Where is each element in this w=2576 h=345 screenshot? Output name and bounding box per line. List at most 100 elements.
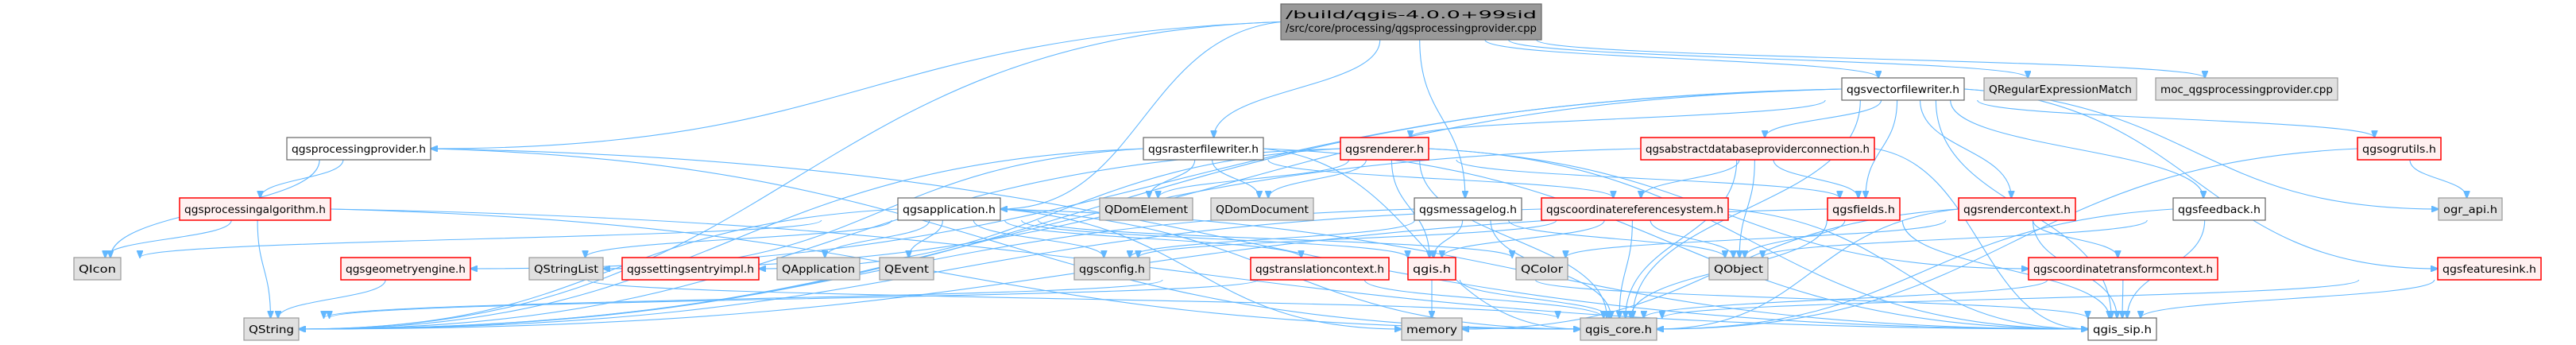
edge-qgscrs-to-qobject [1650,219,1733,258]
node-qdomelement[interactable]: QDomElement [1099,197,1193,221]
node-qgsmessagelog[interactable]: qgsmessagelog.h [1414,197,1522,221]
node-box [340,257,471,281]
edge-qgsrenderer-to-qgsfields [1456,159,1839,198]
node-qstring[interactable]: QString [243,317,300,341]
node-qgsapplication[interactable]: qgsapplication.h [897,197,1001,221]
node-label: QStringList [534,264,598,276]
edge-root-to-qgsmessagelog [1419,39,1465,198]
node-box [243,317,300,341]
node-label: moc_qgsprocessingprovider.cpp [2160,84,2333,96]
node-ogr-api[interactable]: ogr_api.h [2438,197,2503,221]
node-label: qgsfeaturesink.h [2443,264,2536,276]
edge-qgsabstractdb-to-qgscrs [1641,159,1740,198]
edge-qgsrendercontext-to-qcolor [1565,219,1947,258]
node-box [2028,257,2218,281]
edge-qgsvectorfilewriter-to-qgsgeometryengine [470,88,1843,269]
node-label: QDomElement [1104,204,1188,216]
node-label: qgsrendercontext.h [1963,204,2071,216]
edge-qgsabstractdb-to-qgis-sip [1874,148,2088,329]
node-label: qgscoordinatetransformcontext.h [2033,264,2213,276]
node-root[interactable]: /build/qgis-4.0.0+99sid/src/core/process… [1280,3,1542,41]
edge-qgsrasterfilewriter-to-qgscrs [1267,159,1613,198]
node-qgscrs[interactable]: qgscoordinatereferencesystem.h [1541,197,1729,221]
node-qgsfeedback[interactable]: qgsfeedback.h [2172,197,2266,221]
edge-qgsfields-to-qstring [299,208,1828,329]
edge-qgsapplication-to-memory [1000,208,1402,329]
node-qobject[interactable]: QObject [1708,257,1769,281]
edge-qgsprocessingalgorithm-to-qicon [105,219,232,258]
node-qgsabstractdb[interactable]: qgsabstractdatabaseproviderconnection.h [1640,137,1875,161]
node-qgstranslationcontext[interactable]: qgstranslationcontext.h [1250,257,1390,281]
edge-qgsvectorfilewriter-to-qgsfeaturesink [1963,88,2438,269]
node-qgsvectorfilewriter[interactable]: qgsvectorfilewriter.h [1841,77,1965,101]
node-qgsprocessingalgorithm[interactable]: qgsprocessingalgorithm.h [179,197,331,221]
edge-root-to-qgsrasterfilewriter [1214,39,1381,138]
node-box [1407,257,1456,281]
node-qregularexpressionmatch[interactable]: QRegularExpressionMatch [1983,77,2137,101]
node-qgis-core[interactable]: qgis_core.h [1580,317,1657,341]
edge-qgsapplication-to-qgstranslationcontext [1004,219,1301,258]
node-qgsrendercontext[interactable]: qgsrendercontext.h [1958,197,2076,221]
edge-root-to-qgsprocessingprovider [431,21,1282,149]
node-box [897,197,1001,221]
edge-qgsvectorfilewriter-to-qgsrendercontext [1919,99,2012,198]
edge-qgsprocessingprovider-to-qgis-core [430,148,1580,329]
node-qdomdocument[interactable]: QDomDocument [1210,197,1314,221]
edge-qgsfeedback-to-qobject [1762,219,2148,258]
edge-qgsrenderer-to-qgis-sip [1428,148,2088,329]
node-qgsogrutils[interactable]: qgsogrutils.h [2357,137,2442,161]
edge-qgsvectorfilewriter-to-qgsogrutils [1977,99,2375,138]
edge-qgsmessagelog-to-qgis [1433,219,1464,258]
edge-qgsabstractdb-to-qgsfields [1773,159,1859,198]
node-memory[interactable]: memory [1401,317,1463,341]
edge-qgsabstractdb-to-qgis-core [1626,159,1738,318]
node-label: qgstranslationcontext.h [1255,264,1384,276]
edge-qgsfeaturesink-to-qgis-sip [2141,279,2435,318]
node-label: qgsconfig.h [1079,264,1145,276]
node-box [1580,317,1657,341]
node-label: qgis_sip.h [2093,324,2152,336]
edge-qgsprocessingprovider-to-qgsprocessingalgorithm [261,159,344,198]
node-qicon[interactable]: QIcon [73,257,122,281]
node-qapplication[interactable]: QApplication [776,257,861,281]
edge-qgsabstractdb-to-qobject [1739,159,1755,258]
node-qgsconfig[interactable]: qgsconfig.h [1073,257,1151,281]
node-qstringlist[interactable]: QStringList [528,257,604,281]
node-box [879,257,934,281]
node-box [1280,3,1542,41]
node-box [2087,317,2157,341]
node-qgssettingsentryimpl[interactable]: qgssettingsentryimpl.h [621,257,760,281]
node-qcolor[interactable]: QColor [1515,257,1568,281]
edge-root-to-moc [1536,39,2205,78]
node-box [2172,197,2266,221]
node-label: qgsvectorfilewriter.h [1847,84,1959,96]
edge-qgscrs-to-qgsconfig [1138,219,1557,258]
node-qgsgeometryengine[interactable]: qgsgeometryengine.h [340,257,471,281]
node-qgsrenderer[interactable]: qgsrenderer.h [1340,137,1429,161]
node-box [1340,137,1429,161]
edge-qgsrenderer-to-qgis [1390,159,1429,258]
edge-qgscrs-to-qgis-core [1619,219,1633,318]
edge-qgsmessagelog-to-qobject [1508,219,1725,258]
edge-qgsogrutils-to-ogr-api [2409,159,2467,198]
node-label: qgsrenderer.h [1345,144,1424,156]
node-qgsprocessingprovider[interactable]: qgsprocessingprovider.h [286,137,431,161]
node-qevent[interactable]: QEvent [879,257,934,281]
node-box [1983,77,2137,101]
node-qgis-sip[interactable]: qgis_sip.h [2087,317,2157,341]
node-label: ogr_api.h [2443,204,2497,216]
node-qgsrasterfilewriter[interactable]: qgsrasterfilewriter.h [1143,137,1264,161]
node-label: qgsgeometryengine.h [346,264,466,276]
node-qgsfields[interactable]: qgsfields.h [1827,197,1901,221]
node-qgsctcontext[interactable]: qgscoordinatetransformcontext.h [2028,257,2218,281]
edge-qgsprocessingalgorithm-to-qgis-sip [330,208,2088,329]
edge-qgsprocessingprovider-to-qgis-sip [430,148,2088,329]
node-label: qgis.h [1413,264,1451,276]
node-label: QRegularExpressionMatch [1989,84,2132,96]
edge-qgsrenderer-to-qstring [299,148,1341,329]
node-qgsfeaturesink[interactable]: qgsfeaturesink.h [2437,257,2542,281]
node-moc[interactable]: moc_qgsprocessingprovider.cpp [2155,77,2338,101]
node-qgis[interactable]: qgis.h [1407,257,1456,281]
edge-qgsapplication-to-qicon [140,219,822,258]
edge-qgsogrutils-to-qgis-core [1657,148,2358,329]
